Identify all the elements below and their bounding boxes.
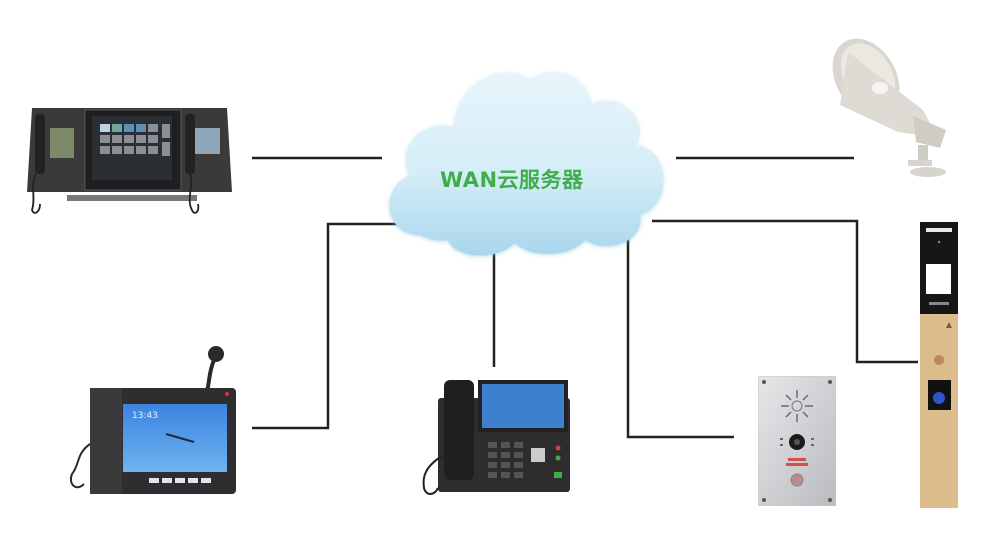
ip-video-phone-icon	[422, 380, 570, 495]
horn-speaker-icon	[832, 38, 946, 177]
connection-paging-phone	[252, 222, 398, 430]
intercom-panel-icon	[758, 376, 836, 506]
desk-microphone-phone-icon: 13:43	[70, 346, 236, 494]
connection-access-terminal	[652, 219, 918, 364]
dispatch-console-icon	[27, 108, 232, 214]
connection-intercom-panel	[626, 238, 734, 439]
phone-screen-time: 13:43	[132, 411, 158, 421]
access-terminal-icon	[920, 222, 958, 508]
cloud-server-label: WAN云服务器	[440, 168, 584, 192]
